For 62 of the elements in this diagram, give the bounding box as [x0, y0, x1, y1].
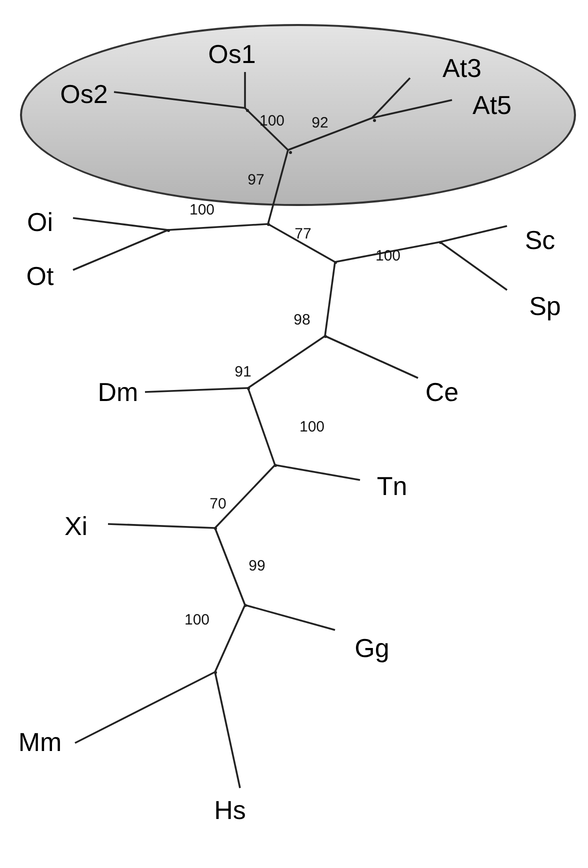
taxon-label: Sp	[529, 293, 561, 319]
bootstrap-value: 92	[312, 116, 328, 130]
branch-point	[246, 108, 248, 112]
bootstrap-value: 100	[259, 114, 285, 128]
tree-branch	[334, 241, 440, 263]
tree-branch	[324, 335, 418, 379]
tree-branch	[74, 671, 216, 744]
branch-point	[372, 118, 376, 122]
tree-branch	[214, 528, 246, 606]
taxon-label: Oi	[27, 209, 53, 235]
taxon-label: Mm	[18, 729, 62, 755]
bootstrap-value: 98	[294, 312, 310, 328]
branch-point	[166, 228, 170, 232]
taxon-label: Dm	[98, 379, 138, 405]
bootstrap-value: 99	[248, 558, 266, 574]
tree-branch	[144, 387, 248, 393]
bootstrap-value: 100	[189, 202, 215, 218]
tree-branch	[168, 223, 268, 231]
tree-branch	[244, 604, 336, 631]
taxon-label: Os1	[208, 41, 256, 67]
branch-point	[246, 386, 250, 390]
taxon-label: Ce	[425, 379, 459, 405]
tree-branch	[371, 77, 411, 119]
branch-point	[288, 150, 292, 154]
branch-point	[214, 670, 216, 674]
tree-branch	[114, 91, 246, 109]
taxon-label: Gg	[354, 635, 390, 661]
tree-branch	[324, 262, 336, 336]
taxon-label: Xi	[64, 513, 88, 539]
tree-branch	[372, 99, 452, 119]
branch-point	[438, 240, 442, 244]
taxon-label: Sc	[524, 227, 556, 253]
tree-branch	[267, 150, 289, 224]
bootstrap-value: 97	[248, 172, 264, 188]
bootstrap-value: 77	[294, 226, 312, 242]
taxon-label: Os2	[60, 81, 108, 107]
taxon-label: Hs	[214, 797, 246, 823]
taxon-label: At5	[472, 92, 512, 118]
branch-point	[266, 222, 270, 226]
taxon-label: At3	[442, 55, 482, 81]
bootstrap-value: 70	[210, 496, 226, 512]
tree-branch	[268, 223, 336, 263]
bootstrap-value: 91	[234, 364, 252, 380]
tree-branch	[439, 241, 508, 291]
tree-branch	[214, 464, 276, 529]
tree-branch	[214, 672, 241, 788]
bootstrap-value: 100	[375, 248, 401, 264]
tree-branch	[214, 604, 246, 672]
tree-branch	[274, 464, 360, 481]
tree-branch	[288, 117, 372, 151]
taxon-label: Tn	[376, 473, 408, 499]
tree-branch	[72, 217, 168, 231]
tree-branch	[247, 388, 276, 466]
tree-branch	[72, 229, 168, 271]
tree-branch	[248, 335, 326, 389]
tree-branch	[244, 107, 289, 151]
tree-branch	[244, 72, 246, 108]
bootstrap-value: 100	[184, 612, 210, 628]
bootstrap-value: 100	[299, 420, 325, 434]
taxon-label: Ot	[26, 263, 54, 289]
tree-branch	[108, 523, 216, 529]
tree-branch	[440, 225, 508, 243]
